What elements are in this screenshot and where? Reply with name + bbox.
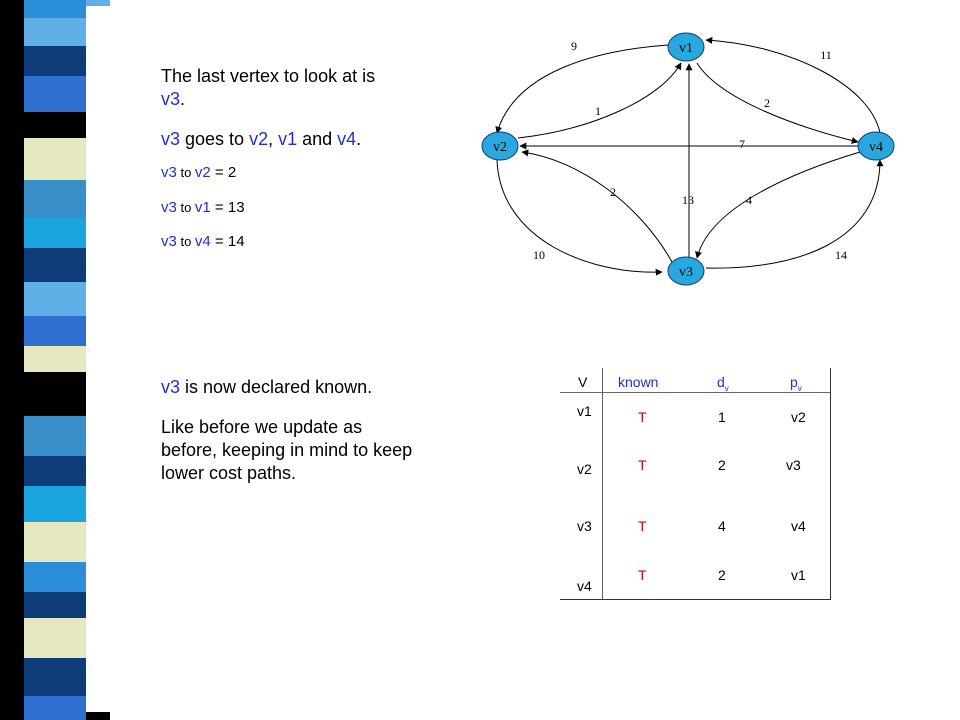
node-label-v4: v4 [869, 140, 883, 155]
table-column-rule [602, 368, 603, 599]
table-cell-dv: 2 [718, 567, 726, 583]
vertex-ref: v3 [161, 129, 181, 149]
edge-v2-v3-outer [496, 159, 663, 276]
node-v2 [481, 131, 519, 161]
node-v4 [857, 131, 895, 161]
intro-text: The last vertex to look at is v3. [161, 65, 441, 111]
vertex-ref: v3 [161, 233, 177, 250]
table-cell-known: T [638, 567, 647, 583]
edge-v1-v2-outer [495, 44, 669, 134]
connector-text: , [268, 129, 279, 149]
edge-v4-v1-outer [705, 36, 881, 134]
vertex-ref: v3 [161, 89, 181, 109]
known-rest: is now declared known. [180, 377, 373, 397]
vertex-ref: v3 [161, 199, 177, 216]
table-cell-dv: 2 [718, 457, 726, 473]
vertex-ref: v3 [161, 377, 181, 397]
cost-line-v4: v3 to v4 = 14 [161, 233, 245, 250]
table-cell-dv: 1 [718, 409, 726, 425]
table-cell-known: T [638, 409, 647, 425]
edge-weight-label: 2 [610, 185, 616, 199]
edge-v1-v4-inner [696, 62, 859, 144]
cost-line-v1: v3 to v1 = 13 [161, 199, 245, 216]
vertex-ref: v3 [161, 164, 177, 181]
edge-weight-label: 2 [764, 96, 770, 110]
table-cell-pv: v3 [786, 457, 801, 473]
table-cell-pv: v4 [791, 518, 806, 534]
edge-weight-label: 9 [571, 39, 577, 53]
update-text: Like before we update as before, keeping… [161, 417, 413, 483]
edge-v2-v1-inner [517, 62, 682, 139]
connector-text: to [176, 165, 195, 180]
vertex-ref: v4 [194, 233, 211, 250]
table-cell-known: T [638, 518, 647, 534]
edge-weight-label: 14 [835, 248, 847, 262]
node-v3 [667, 256, 705, 286]
edge-v3-v2-inner [521, 149, 673, 263]
header-pv: pv [790, 374, 802, 393]
vertex-ref: v2 [249, 129, 269, 149]
header-pv-sub: v [797, 383, 802, 393]
edge-weight-label: 1 [595, 104, 601, 118]
connector-text: and [297, 129, 338, 149]
edge-weight-label: 4 [746, 193, 752, 207]
header-pv-base: p [790, 374, 798, 390]
header-dv: dv [717, 374, 729, 393]
edge-weight-label: 10 [533, 248, 545, 262]
punctuation: . [180, 89, 186, 109]
edge-weight-label: 11 [820, 48, 832, 62]
vertex-ref: v4 [337, 129, 357, 149]
node-label-v2: v2 [493, 140, 507, 155]
table-cell-vertex: v4 [577, 578, 592, 594]
edge-v4-v3-inner [695, 151, 861, 259]
edge-weight-label: 7 [739, 137, 745, 151]
goes-to-text: v3 goes to v2, v1 and v4. [161, 128, 361, 151]
vertex-ref: v1 [278, 129, 298, 149]
table-header-rule [560, 392, 830, 393]
connector-text: to [176, 234, 195, 249]
decorative-stripe-bar [0, 0, 110, 720]
vertex-ref: v2 [194, 164, 211, 181]
table-cell-vertex: v2 [577, 461, 592, 477]
header-known: known [618, 374, 659, 390]
table-cell-pv: v1 [791, 567, 806, 583]
cost-line-v2: v3 to v2 = 2 [161, 164, 236, 181]
cost-value: = 2 [210, 164, 237, 181]
table-cell-vertex: v1 [577, 403, 592, 419]
header-dv-sub: v [724, 383, 729, 393]
graph-diagram: v1 v2 v3 v4 9 11 1 2 7 2 13 4 10 14 [481, 32, 895, 286]
known-text: v3 is now declared known. [161, 376, 372, 399]
cost-value: = 13 [210, 199, 245, 216]
edge-weight-label: 13 [682, 193, 694, 207]
table-cell-dv: 4 [718, 518, 726, 534]
table-cell-pv: v2 [791, 409, 806, 425]
node-label-v1: v1 [679, 41, 693, 56]
table-cell-known: T [638, 457, 647, 473]
table-cell-vertex: v3 [577, 518, 592, 534]
node-v1 [667, 32, 705, 62]
connector-text: to [176, 200, 195, 215]
vertex-ref: v1 [194, 199, 211, 216]
vertex-table: V known dv pv v1 v2 v3 v4 T T T T 1 2 4 … [560, 368, 831, 600]
node-label-v3: v3 [679, 265, 693, 280]
header-dv-base: d [717, 374, 725, 390]
punctuation: . [356, 129, 362, 149]
intro-line: The last vertex to look at is [161, 66, 376, 86]
header-v: V [578, 374, 588, 390]
connector-text: goes to [180, 129, 250, 149]
edge-v3-v4-outer [705, 159, 884, 269]
cost-value: = 14 [210, 233, 245, 250]
